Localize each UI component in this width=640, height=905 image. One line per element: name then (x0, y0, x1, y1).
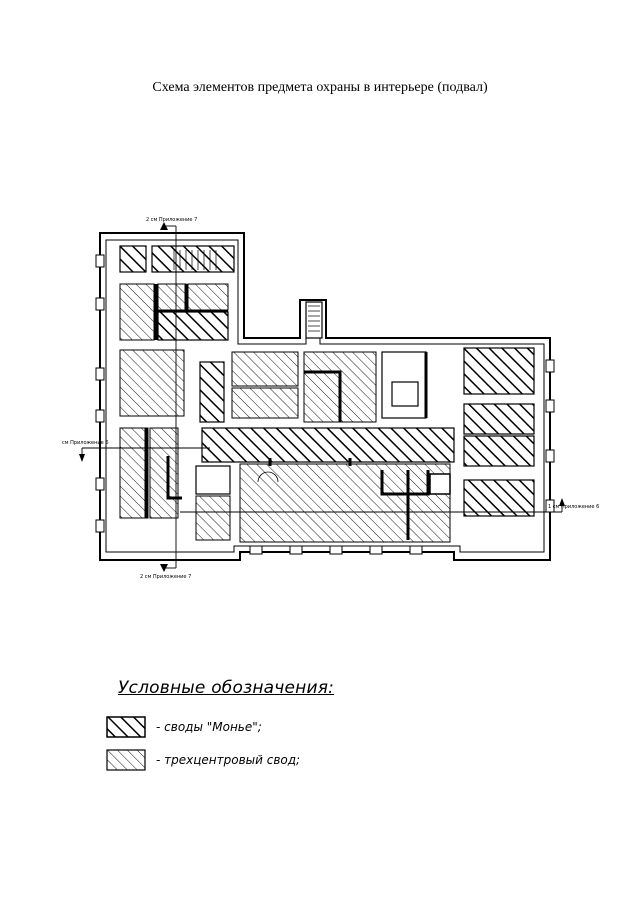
plain-rooms (195, 301, 427, 495)
page-title: Схема элементов предмета охраны в интерь… (152, 80, 488, 95)
bold-hatch-swatch (106, 716, 146, 738)
thin-hatch-swatch (106, 749, 146, 771)
callout-bottom: 2 см Приложение 7 (140, 574, 191, 580)
section-arrows (79, 222, 565, 572)
legend-label-three-centred: - трехцентровый свод; (156, 753, 301, 767)
legend-item-three-centred: - трехцентровый свод; (106, 749, 300, 771)
monier-vaults (119, 245, 535, 517)
stair-treads (173, 250, 320, 332)
window-niches (95, 254, 555, 555)
small-cell (429, 473, 451, 495)
callout-left: см Приложение 6 (62, 440, 109, 446)
three-centred-vaults (119, 283, 451, 543)
legend-title: Условные обозначения: (118, 678, 335, 698)
inner-wall-line (105, 239, 545, 553)
section-lines (81, 225, 563, 569)
callout-top: 2 см Приложение 7 (146, 217, 197, 223)
legend-item-monier: - своды "Монье"; (106, 716, 262, 738)
interior-walls (144, 284, 430, 540)
legend-label-monier: - своды "Монье"; (156, 720, 262, 734)
arc-mark (257, 471, 279, 483)
callout-right: 1 см Приложение 6 (548, 504, 599, 510)
